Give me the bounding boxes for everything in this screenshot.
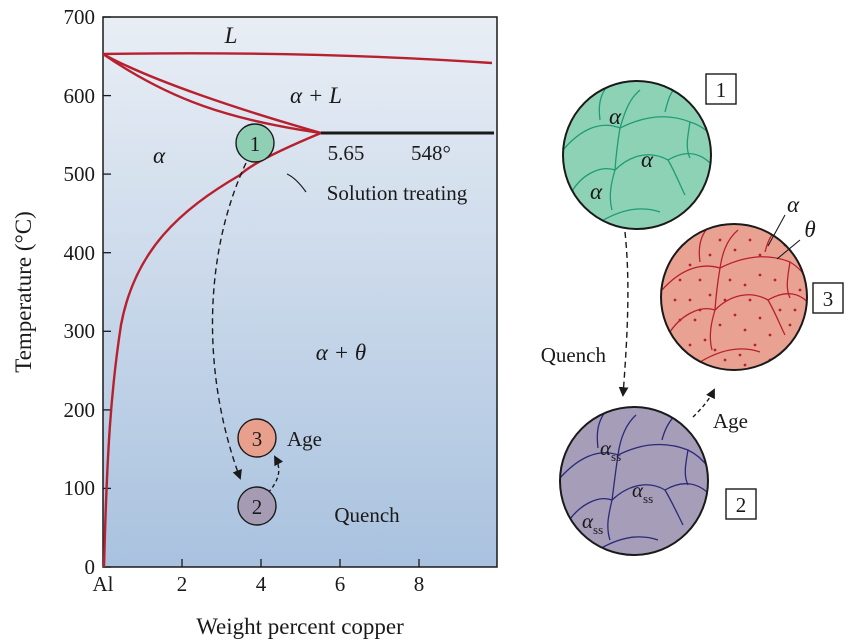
y-tick-400: 400 xyxy=(64,241,96,265)
microstructure-3: α θ 3 xyxy=(660,192,844,371)
micro-2-alpha-ss-c: αss xyxy=(582,509,603,537)
solution-treating-leader xyxy=(286,173,307,193)
step-2-number: 2 xyxy=(252,495,263,519)
age-path-arrow xyxy=(267,455,284,494)
phase-boundaries xyxy=(102,52,493,568)
age-label: Age xyxy=(287,427,322,451)
x-tick-4: 4 xyxy=(256,572,267,596)
microstructure-1: α α α 1 xyxy=(562,73,737,230)
quench-arrow-label: Quench xyxy=(541,343,607,367)
step-1-marker: 1 xyxy=(235,123,275,163)
y-tick-0: 0 xyxy=(85,555,96,579)
micro-3-alpha-label: α xyxy=(787,192,800,217)
solidus-curve xyxy=(102,53,322,135)
quench-arrow xyxy=(618,231,629,397)
liquidus-top-curve xyxy=(102,52,493,65)
age-arrow xyxy=(692,388,715,418)
microstructure-2: αss αss αss 2 xyxy=(559,406,757,556)
x-tick-8: 8 xyxy=(414,572,425,596)
micro-3-theta-label: θ xyxy=(804,217,815,242)
micro-1-alpha-b: α xyxy=(641,147,654,172)
micro-1-number-box xyxy=(705,73,737,105)
x-tick-al: Al xyxy=(93,572,114,596)
x-axis xyxy=(181,559,420,567)
y-tick-500: 500 xyxy=(64,162,96,186)
micro-2-number-box xyxy=(725,488,757,520)
y-tick-300: 300 xyxy=(64,319,96,343)
micro-1-alpha-a: α xyxy=(609,104,622,129)
quench-label: Quench xyxy=(334,503,400,527)
x-tick-6: 6 xyxy=(335,572,346,596)
x-tick-2: 2 xyxy=(177,572,188,596)
age-arrow-label: Age xyxy=(713,409,748,433)
micro-3-number-box xyxy=(812,282,844,314)
micro-1-alpha-c: α xyxy=(590,179,603,204)
y-tick-200: 200 xyxy=(64,398,96,422)
plot-panel xyxy=(102,16,498,568)
step-3-number: 3 xyxy=(252,427,263,451)
micro-2-alpha-ss-a: αss xyxy=(600,436,621,464)
solvus-curve xyxy=(102,131,322,568)
liquidus-curve xyxy=(102,52,322,135)
micro-3-theta-leader xyxy=(776,239,801,260)
step-1-number: 1 xyxy=(250,132,261,156)
step-2-marker: 2 xyxy=(237,486,277,526)
y-tick-600: 600 xyxy=(64,84,96,108)
micro-3-number: 3 xyxy=(823,287,834,311)
step-3-marker: 3 xyxy=(237,418,277,458)
quench-path-arrow xyxy=(211,162,247,480)
y-axis-label: Temperature (°C) xyxy=(11,211,36,372)
y-tick-700: 700 xyxy=(64,5,96,29)
region-alpha-theta: α + θ xyxy=(316,340,366,365)
x-axis-label: Weight percent copper xyxy=(196,614,404,639)
micro-2-number: 2 xyxy=(736,493,747,517)
region-alpha-liquid: α + L xyxy=(290,83,342,108)
theta-precipitate-dots xyxy=(673,238,802,367)
region-liquid: L xyxy=(224,23,238,48)
micro-2-alpha-ss-b: αss xyxy=(632,478,653,506)
phase-diagram: 0 100 200 300 400 500 600 700 Al 2 4 6 8… xyxy=(11,5,498,639)
solution-treating-label: Solution treating xyxy=(327,181,468,205)
region-alpha: α xyxy=(153,143,166,168)
micro-3-alpha-leader xyxy=(767,214,786,247)
y-tick-100: 100 xyxy=(64,476,96,500)
eutectic-temperature: 548° xyxy=(411,141,451,165)
micro-1-number: 1 xyxy=(716,78,727,102)
eutectic-composition: 5.65 xyxy=(328,141,365,165)
